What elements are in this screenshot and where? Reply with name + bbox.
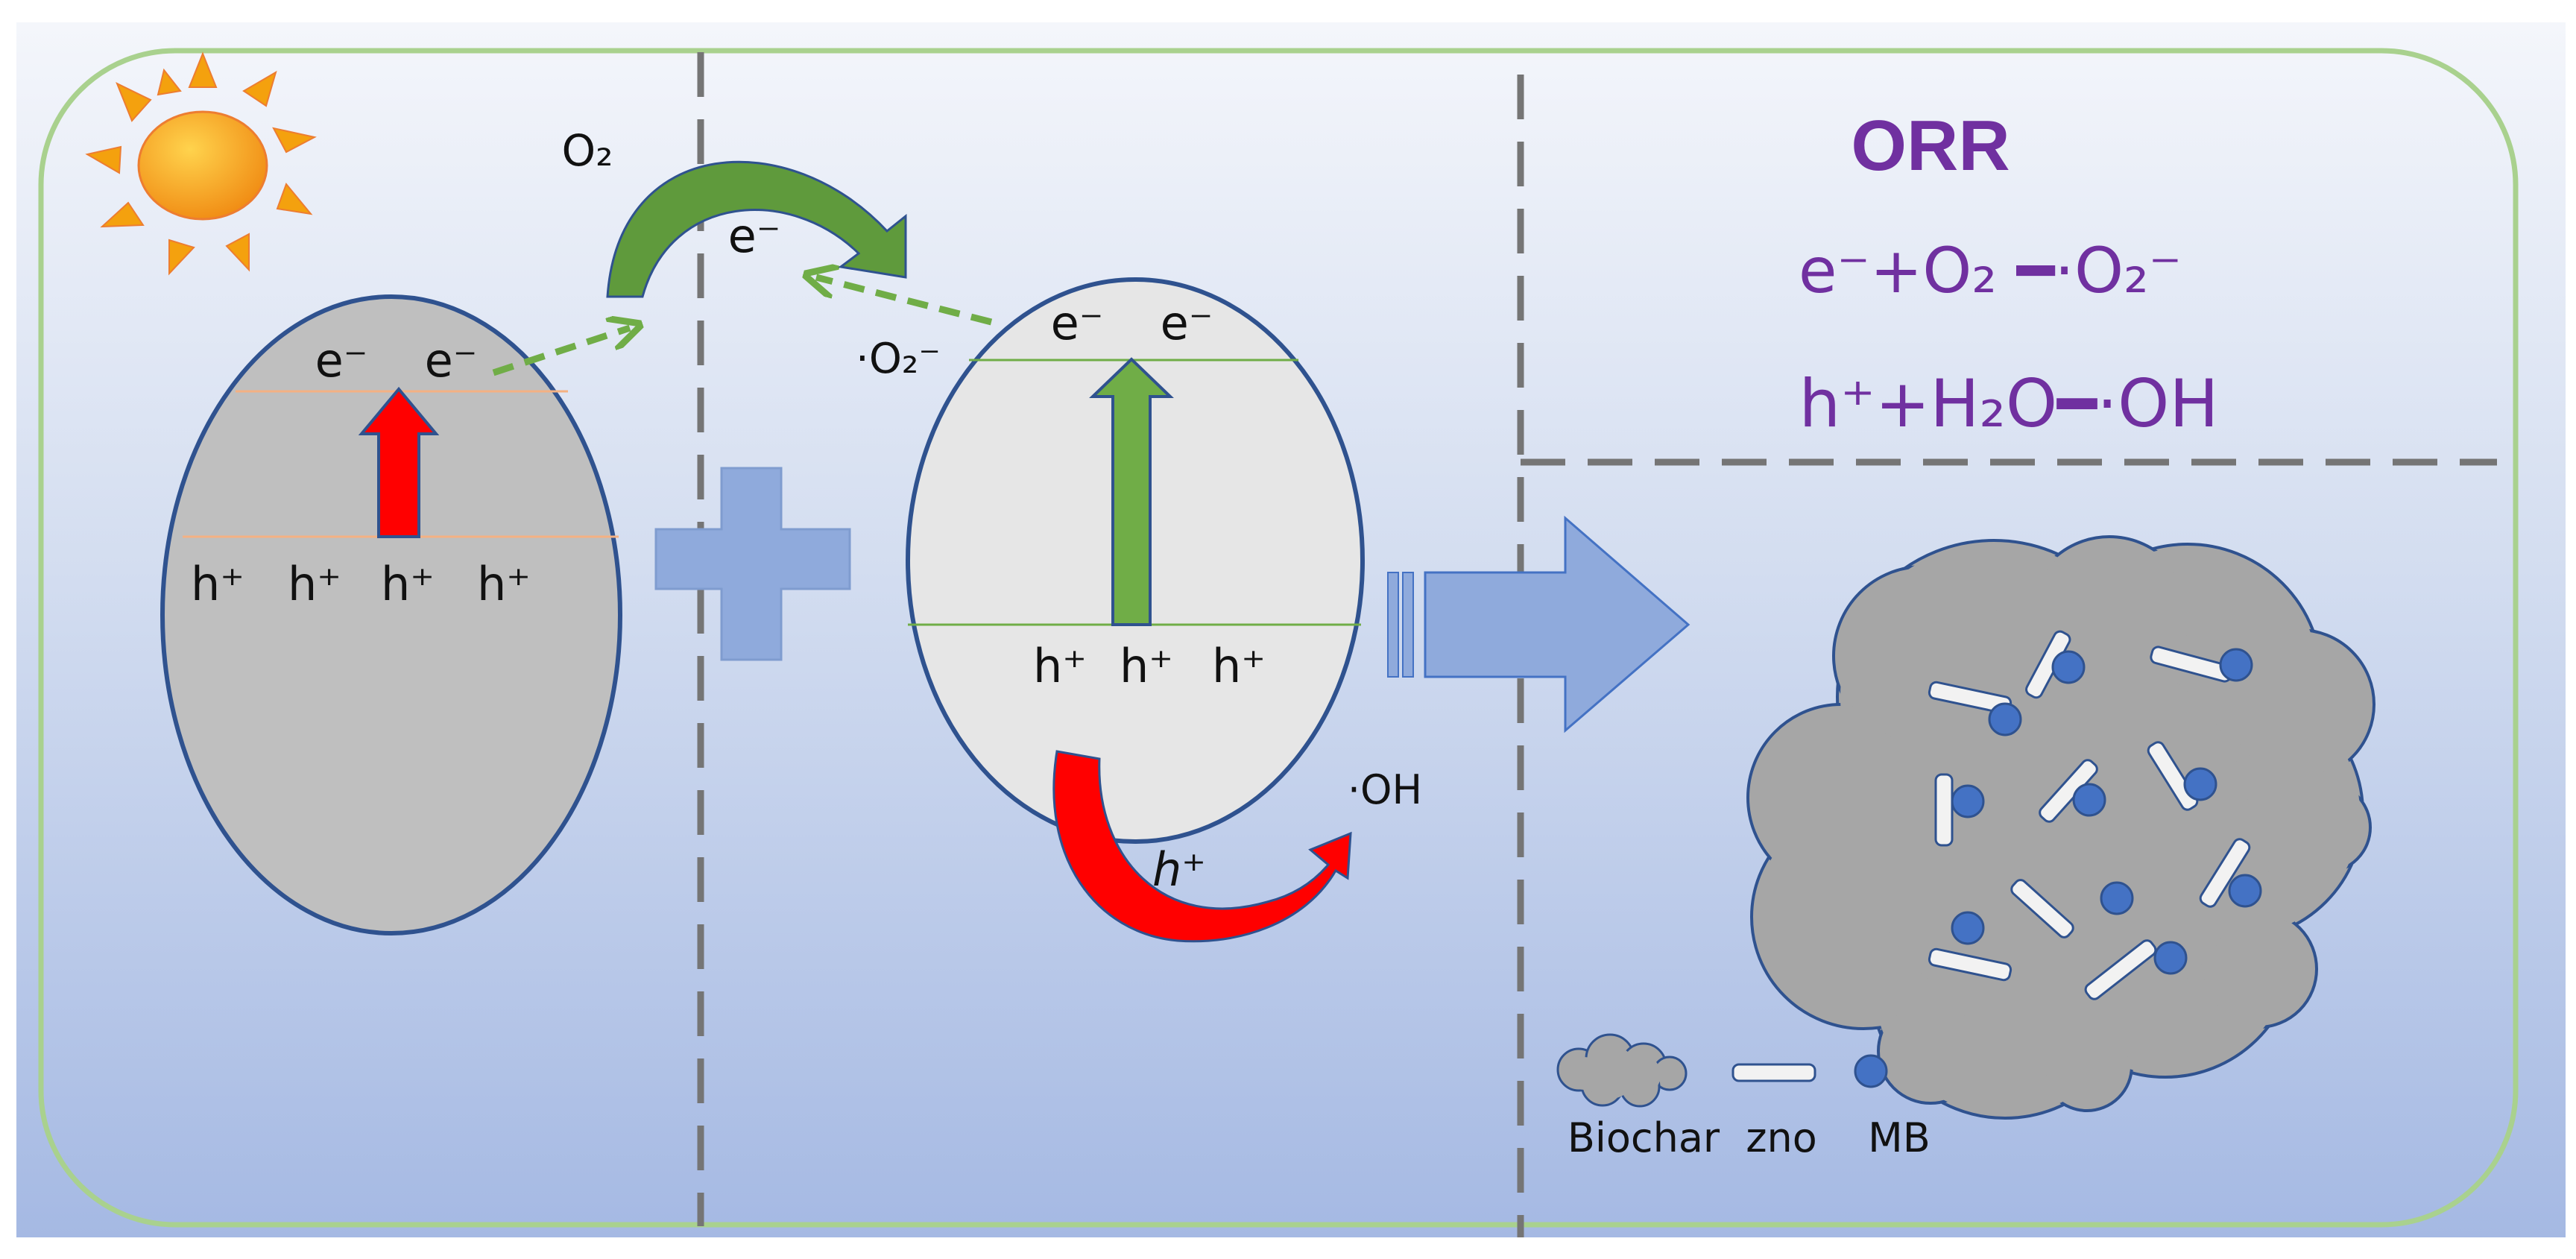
hydroxyl-label: ·OH: [1348, 766, 1422, 813]
left-hole-label: h⁺: [381, 557, 435, 611]
outer-frame: [38, 48, 2519, 1228]
left-particle: [160, 294, 622, 935]
oxygen-cycle-arrow: [606, 160, 907, 298]
transferred-electron-label: e⁻: [728, 209, 781, 263]
electron-transfer-arrow-up: [492, 328, 630, 376]
legend-biochar-label: Biochar: [1568, 1114, 1720, 1161]
right-electron-label: e⁻: [1161, 296, 1213, 350]
biochar-composite: [1746, 535, 2375, 1120]
legend-mb-label: MB: [1868, 1114, 1931, 1161]
right-hole-label: h⁺: [1212, 639, 1266, 693]
left-electron-label: e⁻: [425, 333, 478, 388]
left-excitation-arrow: [358, 386, 440, 538]
left-hole-label: h⁺: [191, 557, 244, 611]
right-excitation-arrow: [1089, 357, 1174, 626]
mb-molecules: [1951, 648, 2262, 975]
mb-dot-icon: [1854, 1054, 1888, 1088]
right-semiconductor: e⁻ e⁻ h⁺ h⁺ h⁺: [906, 277, 1365, 844]
zno-rods: [1928, 630, 2251, 1000]
legend: Biochar zno MB: [1556, 1033, 1931, 1161]
zno-rod-icon: [1731, 1063, 1816, 1082]
o2-label: O₂: [562, 125, 613, 176]
left-semiconductor: e⁻ e⁻ h⁺ h⁺ h⁺ h⁺: [160, 294, 622, 935]
left-hole-label: h⁺: [477, 557, 531, 611]
sun-icon: [85, 51, 317, 276]
right-hole-label: h⁺: [1120, 639, 1173, 693]
left-electron-label: e⁻: [315, 333, 368, 388]
right-arrow-icon: [1387, 515, 1690, 733]
left-hole-label: h⁺: [288, 557, 341, 611]
plus-icon: [654, 467, 851, 661]
orr-title: ORR: [1851, 106, 2010, 186]
right-electron-label: e⁻: [1051, 296, 1104, 350]
orr-equation-superoxide: e⁻+O₂ ━·O₂⁻: [1799, 234, 2182, 307]
legend-zno-label: zno: [1746, 1114, 1817, 1161]
hole-arrow-label: h⁺: [1152, 842, 1206, 897]
superoxide-label: ·O₂⁻: [856, 335, 941, 383]
electron-transfer-arrow-left: [816, 277, 993, 326]
orr-equation-hydroxyl: h⁺+H₂O━·OH: [1799, 365, 2218, 442]
right-hole-label: h⁺: [1033, 639, 1087, 693]
hole-oxidation-arrow: [1052, 750, 1352, 943]
